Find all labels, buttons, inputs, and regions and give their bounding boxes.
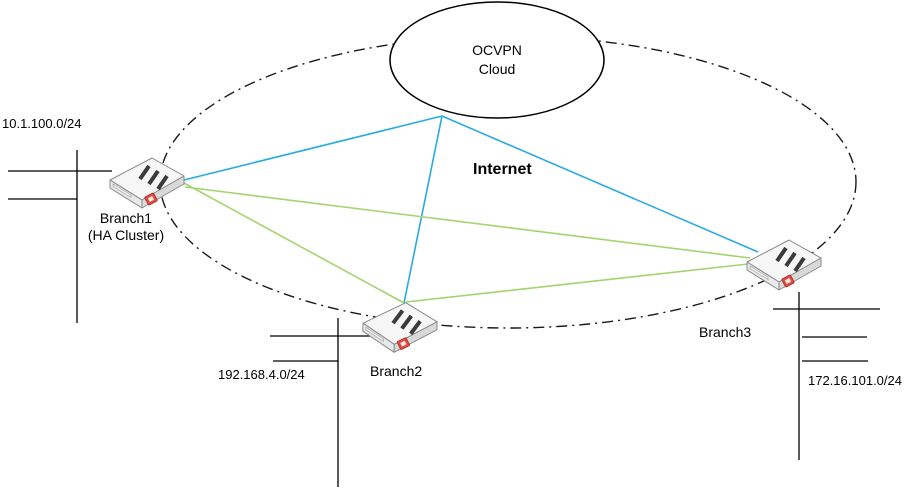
branch1-lan-lines	[8, 150, 112, 323]
vpn-tunnel-links	[183, 115, 759, 304]
branch1-subnet-label: 10.1.100.0/24	[2, 116, 82, 131]
branch3-lan-lines	[773, 292, 880, 460]
branch1-label: Branch1 (HA Cluster)	[56, 210, 196, 244]
shortcut-branch1-branch3	[184, 186, 751, 259]
ocvpn-cloud-label: OCVPN Cloud	[430, 41, 564, 79]
branch1-subtitle: (HA Cluster)	[87, 227, 165, 243]
branch3-router-icon	[745, 238, 823, 292]
vpn-tunnel-branch2	[403, 115, 443, 304]
branch2-router-icon	[362, 301, 438, 354]
branch1-router-icon	[108, 156, 186, 210]
branch3-label: Branch3	[699, 324, 752, 340]
vpn-tunnel-branch1	[183, 115, 443, 181]
branch2-lan-lines	[270, 318, 378, 487]
shortcut-branch1-branch2	[183, 182, 405, 304]
shortcut-links	[183, 182, 751, 304]
ocvpn-cloud-label-line1: OCVPN	[472, 42, 522, 58]
internet-label: Internet	[473, 161, 532, 178]
branch1-name: Branch1	[99, 210, 153, 226]
branch2-label: Branch2	[370, 363, 423, 379]
shortcut-branch2-branch3	[405, 263, 749, 303]
ocvpn-cloud-ellipse	[389, 1, 605, 119]
ocvpn-cloud-label-line2: Cloud	[478, 61, 516, 77]
vpn-tunnel-branch3	[441, 115, 759, 253]
branch2-subnet-label: 192.168.4.0/24	[218, 367, 305, 382]
branch3-subnet-label: 172.16.101.0/24	[808, 373, 902, 388]
